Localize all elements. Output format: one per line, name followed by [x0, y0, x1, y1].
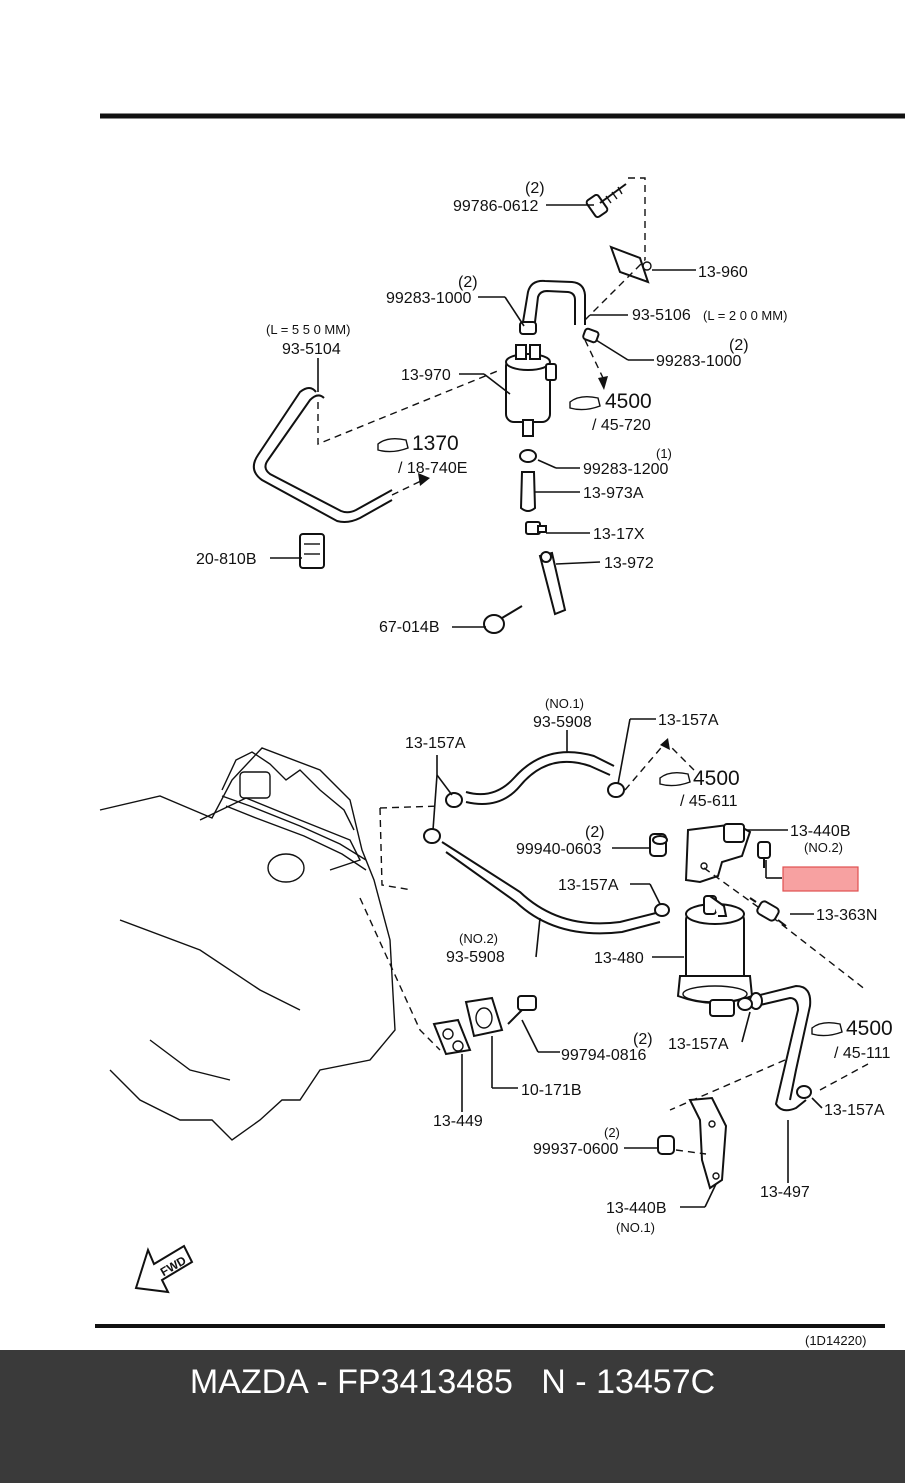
- label-no1: (NO.1): [616, 1220, 655, 1235]
- label-13-157a: 13-157A: [668, 1036, 729, 1053]
- hose-93-5908-no1: [465, 751, 615, 805]
- bolt-99794-0816: [507, 995, 537, 1025]
- label-qty: (2): [585, 824, 605, 841]
- pointing-hand-icon: [569, 395, 601, 411]
- label-13-157a: 13-157A: [658, 712, 719, 729]
- label-93-5908: 93-5908: [446, 949, 505, 966]
- pipe-13-972: [538, 551, 567, 616]
- label-10-171b: 10-171B: [521, 1082, 582, 1099]
- label-qty: (2): [633, 1031, 653, 1048]
- label-qty: (1): [656, 446, 672, 461]
- nut-99940-0603: [649, 833, 668, 857]
- label-93-5106: 93-5106: [632, 307, 691, 324]
- label-qty: (2): [458, 274, 478, 291]
- label-qty: (2): [729, 337, 749, 354]
- ref-45-720: / 45-720: [592, 417, 651, 434]
- fuel-filter-13-480: [676, 895, 754, 1017]
- label-67-014b: 67-014B: [379, 619, 440, 636]
- clip-99283-b: [582, 327, 600, 344]
- label-qty: (2): [525, 180, 545, 197]
- label-99940-0603: 99940-0603: [516, 841, 602, 858]
- ref-4500: 4500: [846, 1017, 893, 1040]
- plate-10-171b: [464, 996, 504, 1038]
- label-13-449: 13-449: [433, 1113, 483, 1130]
- clamp-13-157a-4: [737, 997, 753, 1011]
- label-99794-0816: 99794-0816: [561, 1047, 647, 1064]
- ref-4500: 4500: [693, 767, 740, 790]
- ref-45-111: / 45-111: [834, 1045, 890, 1062]
- clamp-13-157a-5: [796, 1085, 812, 1099]
- hose-13-973a: [519, 471, 537, 512]
- label-13-157a: 13-157A: [405, 735, 466, 752]
- nut-99937-0600: [657, 1135, 675, 1155]
- label-13-960: 13-960: [698, 264, 748, 281]
- bolt-99786: [585, 183, 627, 219]
- label-no2: (NO.2): [459, 931, 498, 946]
- label-qty: (2): [604, 1125, 620, 1140]
- ref-45-611: / 45-611: [680, 793, 738, 810]
- bolt-13-457c: [757, 841, 771, 868]
- label-99283-1000: 99283-1000: [656, 353, 742, 370]
- hose-93-5106: [522, 279, 586, 325]
- label-99283-1200: 99283-1200: [583, 461, 669, 478]
- label-13-363n: 13-363N: [816, 907, 877, 924]
- part-caption: MAZDA - FP3413485 N - 13457C: [189, 1363, 716, 1401]
- clamp-13-157a-1: [445, 792, 463, 808]
- pointing-hand-icon: [811, 1021, 843, 1037]
- clip-20-810b: [299, 533, 325, 569]
- bolt-67-014b: [483, 605, 523, 634]
- fitting-13-17x: [525, 521, 547, 535]
- clamp-13-157a-3: [654, 903, 670, 917]
- label-length: (L = 2 0 0 MM): [703, 308, 787, 323]
- pointing-hand-icon: [659, 771, 691, 787]
- label-13-157a: 13-157A: [558, 877, 619, 894]
- label-99283-1000: 99283-1000: [386, 290, 472, 307]
- ref-1370: 1370: [412, 432, 459, 455]
- label-no2: (NO.2): [804, 840, 843, 855]
- bracket-13-960: [609, 245, 652, 284]
- highlight-13-457c: [782, 866, 859, 892]
- label-13-440b: 13-440B: [606, 1200, 667, 1217]
- ref-4500: 4500: [605, 390, 652, 413]
- ref-18-740e: / 18-740E: [398, 460, 467, 477]
- hose-93-5104: [252, 387, 393, 523]
- label-13-970: 13-970: [401, 367, 451, 384]
- hose-93-5908-no2: [441, 841, 661, 935]
- label-length: (L = 5 5 0 MM): [266, 322, 350, 337]
- canister-13-970: [505, 344, 557, 437]
- label-13-973a: 13-973A: [583, 485, 644, 502]
- hose-13-497: [749, 984, 812, 1112]
- label-13-480: 13-480: [594, 950, 644, 967]
- label-13-972: 13-972: [604, 555, 654, 572]
- label-13-440b: 13-440B: [790, 823, 851, 840]
- label-no1: (NO.1): [545, 696, 584, 711]
- diagram-code: (1D14220): [805, 1333, 866, 1348]
- gasket-13-449: [432, 1018, 472, 1056]
- label-93-5908: 93-5908: [533, 714, 592, 731]
- bracket-13-440b-no2: [684, 822, 752, 884]
- fwd-arrow-icon: [134, 1244, 194, 1294]
- label-13-497: 13-497: [760, 1184, 810, 1201]
- valve-13-363n: [749, 897, 787, 927]
- pointing-hand-icon: [377, 437, 409, 453]
- bracket-13-440b-no1: [688, 1096, 728, 1190]
- label-99937-0600: 99937-0600: [533, 1141, 619, 1158]
- caption-bar: [0, 1350, 905, 1483]
- label-99786-0612: 99786-0612: [453, 198, 539, 215]
- clamp-13-157a-top: [607, 782, 625, 798]
- engine-outline: [99, 747, 396, 1141]
- label-93-5104: 93-5104: [282, 341, 341, 358]
- parts-diagram: (2) 99786-0612 13-960 (2) 99283-1000 93-…: [95, 113, 905, 1348]
- label-20-810b: 20-810B: [196, 551, 257, 568]
- label-13-157a: 13-157A: [824, 1102, 885, 1119]
- label-13-17x: 13-17X: [593, 526, 645, 543]
- clamp-13-157a-2: [423, 828, 441, 844]
- clip-99283-1200: [519, 449, 537, 463]
